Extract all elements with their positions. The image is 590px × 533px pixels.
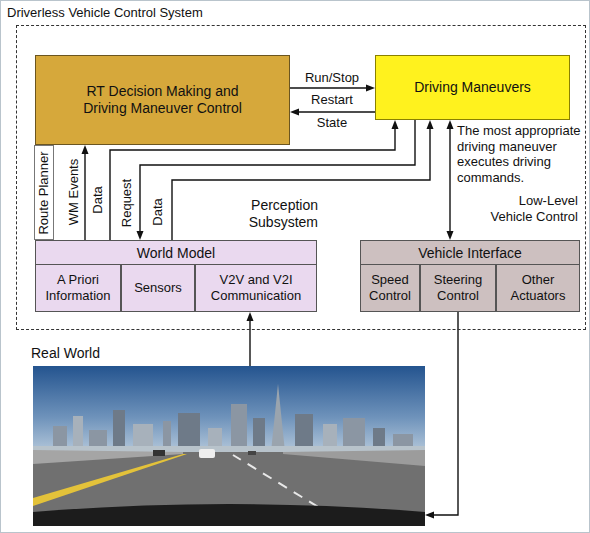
connector-line (290, 87, 366, 88)
box-label: Speed Control (364, 272, 416, 303)
car (199, 449, 215, 458)
vehicle-interface-band: Vehicle InterfaceSpeed Control Steering C… (360, 240, 580, 312)
arrowhead (247, 312, 254, 321)
band-label: World Model (36, 241, 316, 265)
box-label: RT Decision Making and Driving Maneuver … (70, 83, 255, 117)
maneuver-box: Driving Maneuvers (375, 55, 570, 120)
note-text: Low-Level Vehicle Control (478, 193, 578, 224)
building (113, 410, 125, 452)
connector-line (249, 321, 250, 366)
skyline (53, 384, 413, 452)
car (248, 451, 256, 455)
car (153, 450, 165, 456)
connector-line (172, 129, 430, 240)
edge-label: State (315, 115, 349, 131)
component-box: A Priori Information (35, 264, 121, 312)
component-box: V2V and V2I Communication (195, 264, 317, 312)
connector (82, 145, 89, 240)
connector-line (449, 129, 450, 231)
tower (271, 384, 285, 452)
signal-label: Restart (309, 92, 355, 108)
connector-line (84, 154, 85, 240)
edge-label: Run/Stop (303, 70, 361, 86)
road-photo (33, 366, 425, 526)
connector (447, 120, 454, 240)
real-world-view: Real World (33, 366, 425, 526)
subsystem-label: Perception Subsystem (208, 197, 318, 231)
connector-line (299, 111, 375, 112)
actuator-box: Other Actuators (496, 264, 580, 312)
actuator-box: Steering Control (420, 264, 496, 312)
edge-label: Data (90, 184, 106, 215)
view-heading: Real World (31, 345, 100, 362)
component-box: Sensors (121, 264, 195, 312)
box-label: A Priori Information (39, 272, 117, 303)
arrowhead (290, 109, 299, 116)
box-label: Steering Control (424, 272, 492, 303)
edge-label: WM Events (66, 157, 82, 227)
yellow-line (33, 454, 187, 506)
system-title: Driverless Vehicle Control System (7, 5, 203, 21)
edge-label: Data (150, 196, 166, 227)
box-label: Route Planner (36, 151, 52, 234)
sky (33, 366, 425, 452)
connector (247, 312, 254, 366)
arrowhead (82, 145, 89, 154)
arrowhead (447, 231, 454, 240)
connector-line (110, 129, 395, 240)
band-label: Vehicle Interface (361, 241, 579, 265)
control-box: RT Decision Making and Driving Maneuver … (35, 55, 290, 145)
dashboard (33, 504, 425, 526)
arrowhead (427, 120, 434, 129)
box-label: Sensors (134, 280, 182, 296)
arrowhead (447, 120, 454, 129)
planner-box: Route Planner (34, 145, 54, 240)
arrowhead (392, 120, 399, 129)
note-text: The most appropriate driving maneuver ex… (457, 123, 583, 185)
arrowhead (137, 231, 144, 240)
actuator-box: Speed Control (360, 264, 420, 312)
connector-line (434, 312, 458, 515)
box-label: Driving Maneuvers (414, 79, 531, 96)
road (33, 452, 425, 526)
box-label: V2V and V2I Communication (199, 272, 313, 303)
edge-label: Request (119, 177, 135, 229)
building (231, 404, 247, 452)
right-barrier (283, 450, 425, 466)
connector (425, 312, 458, 519)
box-label: Other Actuators (500, 272, 576, 303)
world-model-band: World Model A Priori Information Sensors V2… (35, 240, 317, 312)
arrowhead (366, 85, 375, 92)
arrowhead (425, 512, 434, 519)
